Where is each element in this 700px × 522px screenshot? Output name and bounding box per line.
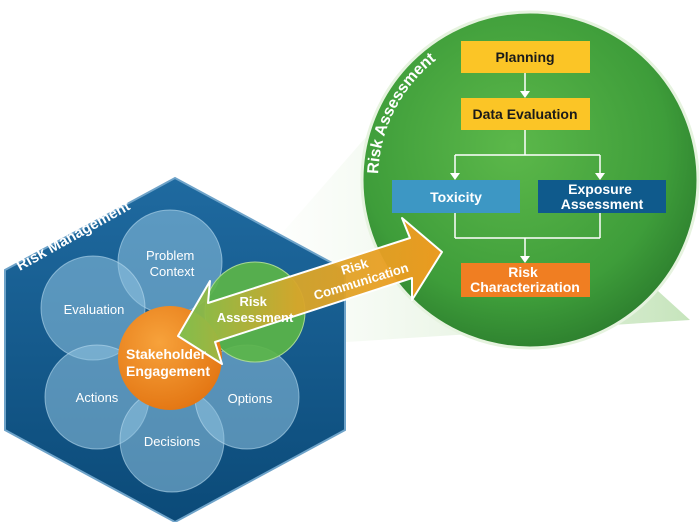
exposure-line2: Assessment [561,196,644,212]
planning-label: Planning [495,49,554,65]
options-label: Options [228,391,273,406]
flow-arrowhead-characterization [520,256,530,263]
small-assessment-line1: Risk [239,294,267,309]
stakeholder-line2: Engagement [126,363,210,379]
small-risk-assessment-label: Risk Assessment [217,294,294,325]
stakeholder-line1: Stakeholder [126,346,207,362]
risk-communication-arrow [177,217,443,365]
risk-assessment-circle [360,10,700,350]
flow-arrowhead-toxicity [450,173,460,180]
data-evaluation-box [461,98,590,130]
stakeholder-engagement-label: Stakeholder Engagement [126,346,210,379]
exposure-assessment-box [538,180,666,213]
flow-arrowhead-planning-data [520,91,530,98]
flow-arrowhead-exposure [595,173,605,180]
small-assessment-line2: Assessment [217,310,294,325]
data-evaluation-label: Data Evaluation [472,106,577,122]
evaluation-label: Evaluation [64,302,125,317]
characterization-line1: Risk [508,264,538,280]
risk-characterization-label: Risk Characterization [470,264,580,295]
characterization-line2: Characterization [470,279,580,295]
toxicity-label: Toxicity [430,189,482,205]
decisions-label: Decisions [144,434,201,449]
risk-characterization-box [461,263,590,297]
problem-context-line1: Problem [146,248,194,263]
problem-context-line2: Context [150,264,195,279]
exposure-line1: Exposure [568,181,632,197]
planning-box [461,41,590,73]
toxicity-box [392,180,520,213]
problem-context-label: Problem Context [146,248,198,279]
exposure-assessment-label: Exposure Assessment [561,181,644,212]
actions-label: Actions [76,390,119,405]
